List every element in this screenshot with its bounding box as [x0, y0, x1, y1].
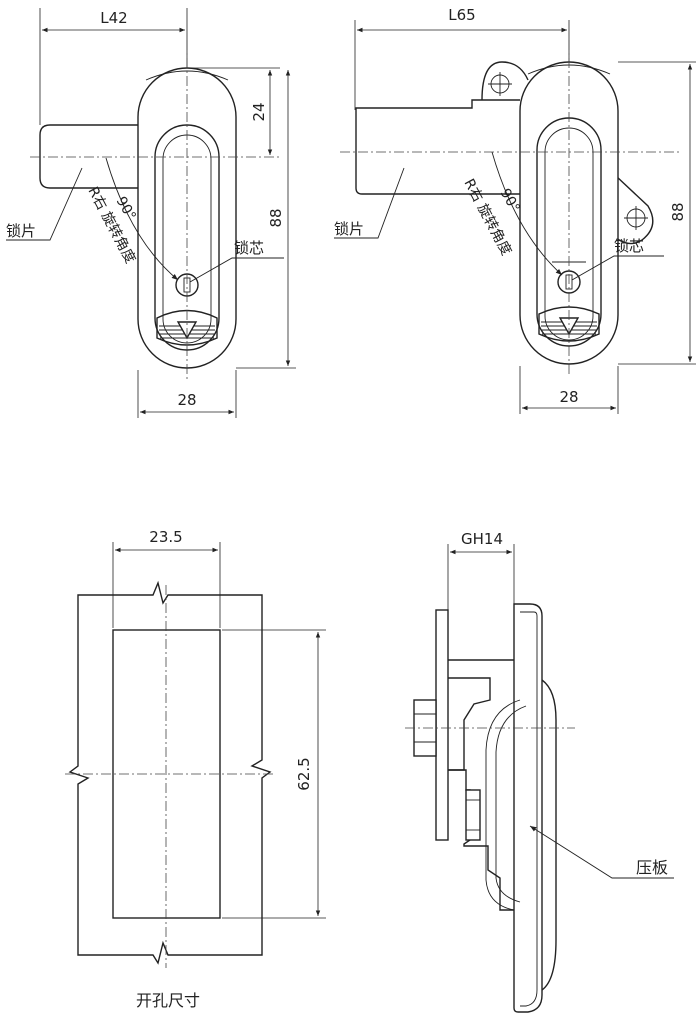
- dim-l42-text: L42: [100, 9, 127, 27]
- dim-23-5: 23.5: [112, 528, 221, 628]
- blade-leader-left: 锁片: [6, 167, 83, 241]
- side-view: GH14 压板: [405, 530, 674, 1013]
- dim-gh14-text: GH14: [461, 530, 503, 548]
- cutout-hole: [112, 629, 221, 919]
- dim-28-left: 28: [137, 370, 237, 418]
- core-leader-left: 锁芯: [189, 239, 284, 283]
- rotation-arc-left: [105, 157, 179, 281]
- lock-blade: [39, 124, 138, 189]
- cutout-view: 23.5 62.5 开孔尺寸: [65, 528, 326, 1010]
- dim-23-5-text: 23.5: [149, 528, 182, 546]
- panel-outline: [68, 580, 272, 965]
- clamp-plate: [513, 603, 543, 1013]
- dim-24: 24: [190, 67, 280, 155]
- dim-l65-text: L65: [448, 6, 475, 24]
- core-leader-right: 锁芯: [571, 237, 664, 281]
- mount-ear-top: [481, 61, 529, 101]
- dim-88-left: 88: [236, 70, 296, 369]
- blade-label-right: 锁片: [334, 220, 364, 238]
- plate-label: 压板: [636, 858, 668, 877]
- dim-28-left-text: 28: [177, 391, 196, 409]
- dim-88-right: 88: [618, 61, 696, 365]
- lock-blade-l65: [355, 99, 520, 195]
- dim-62-5-text: 62.5: [295, 757, 313, 790]
- dim-l42: L42: [39, 8, 188, 125]
- cutout-caption: 开孔尺寸: [136, 991, 200, 1010]
- core-label-left: 锁芯: [234, 239, 264, 257]
- dim-24-text: 24: [250, 102, 268, 121]
- front-view-l65: L65: [334, 6, 696, 414]
- latch-body: [448, 659, 514, 771]
- dim-28-right: 28: [519, 366, 619, 414]
- dim-88-right-text: 88: [669, 202, 687, 221]
- blade-label-left: 锁片: [6, 222, 36, 240]
- mount-ear-side: [615, 175, 654, 245]
- blade-leader-right: 锁片: [334, 167, 405, 239]
- plate-leader: 压板: [529, 825, 674, 879]
- dim-62-5: 62.5: [222, 629, 326, 919]
- rotation-angle-right: 90°: [497, 186, 523, 216]
- rotation-arc-right: [491, 151, 563, 276]
- dim-88-left-text: 88: [267, 208, 285, 227]
- dim-gh14: GH14: [447, 530, 515, 610]
- front-view-l42: L42 24: [6, 8, 296, 418]
- dim-28-right-text: 28: [559, 388, 578, 406]
- panel-section: [435, 609, 449, 841]
- core-label-right: 锁芯: [614, 237, 644, 255]
- rotation-text-left: R右 旋转角度: [84, 184, 138, 266]
- dim-l65: L65: [354, 6, 570, 110]
